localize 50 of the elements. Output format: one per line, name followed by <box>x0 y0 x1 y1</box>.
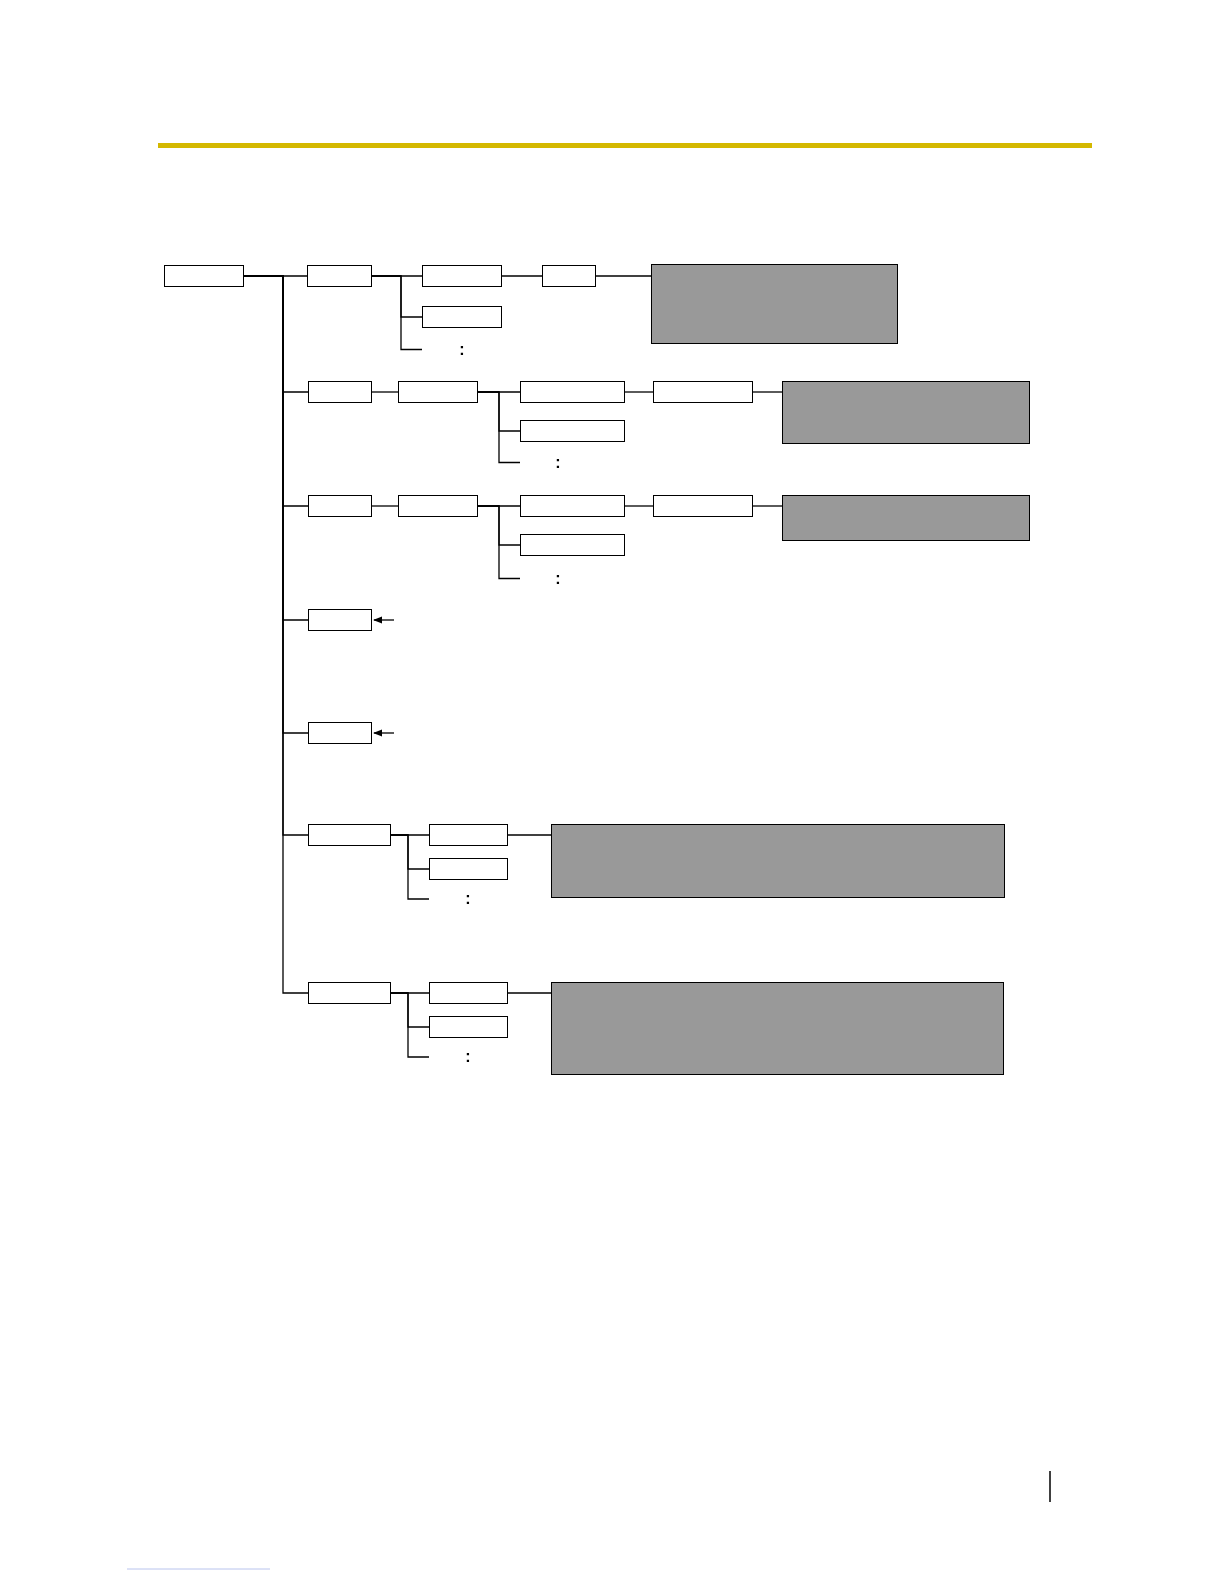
arrow <box>373 729 395 737</box>
box <box>164 265 244 287</box>
box <box>542 265 596 287</box>
continuation-mark: : <box>555 570 561 587</box>
connector-line <box>477 391 521 464</box>
box <box>653 495 753 517</box>
connector-line <box>752 391 783 393</box>
box <box>307 265 372 287</box>
box <box>653 381 753 403</box>
box <box>398 495 478 517</box>
shaded-box <box>651 264 898 344</box>
box <box>308 982 391 1004</box>
box <box>398 381 478 403</box>
box <box>429 858 508 880</box>
continuation-mark: : <box>555 454 561 471</box>
connector-line <box>752 505 783 507</box>
connector-line <box>371 505 399 507</box>
connector-line <box>371 275 423 351</box>
box <box>308 495 372 517</box>
box <box>429 824 508 846</box>
shaded-box <box>782 495 1030 541</box>
box <box>520 534 625 556</box>
continuation-mark: : <box>465 1049 471 1065</box>
box <box>422 306 502 328</box>
connector-line <box>371 391 399 393</box>
connector-line <box>390 834 430 900</box>
connector-line <box>507 834 552 836</box>
box <box>308 381 372 403</box>
connector-line <box>501 275 543 277</box>
box <box>520 495 625 517</box>
connector-line <box>624 391 654 393</box>
box <box>422 265 502 287</box>
continuation-mark: : <box>465 891 471 907</box>
box <box>308 722 372 744</box>
shaded-box <box>551 824 1005 898</box>
box <box>308 609 372 631</box>
connector-line <box>390 992 430 1058</box>
box <box>429 1016 508 1038</box>
box <box>308 824 391 846</box>
box <box>520 381 625 403</box>
shaded-box <box>782 381 1030 444</box>
connector-line <box>477 505 521 580</box>
continuation-mark: : <box>459 341 465 358</box>
shaded-box <box>551 982 1004 1075</box>
connector-line <box>507 992 552 994</box>
connector-line <box>624 505 654 507</box>
arrow <box>373 616 395 624</box>
box <box>429 982 508 1004</box>
connector-line <box>595 275 652 277</box>
box <box>520 420 625 442</box>
